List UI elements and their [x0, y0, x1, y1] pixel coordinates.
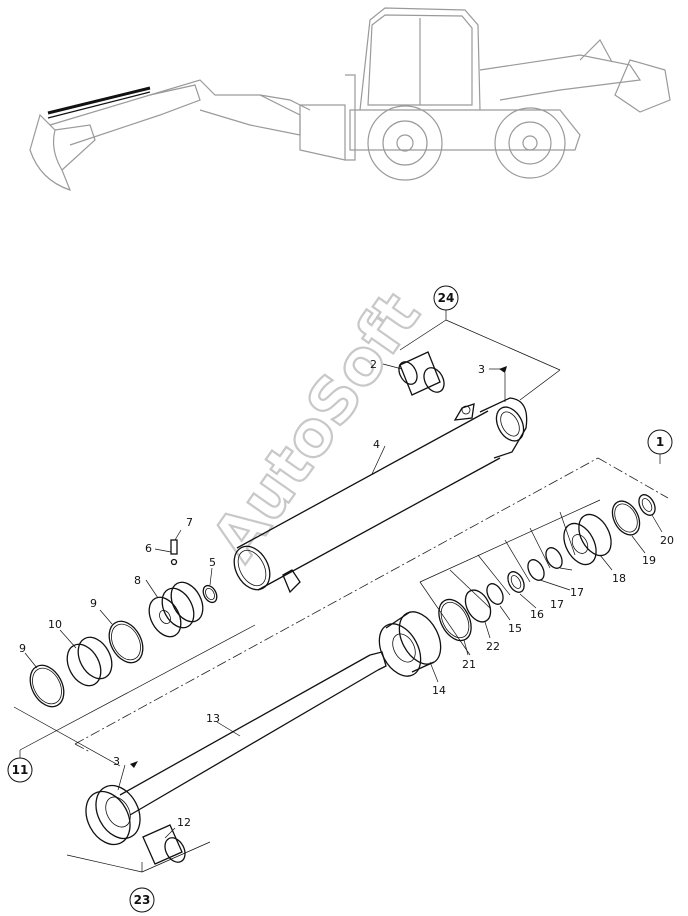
label-17-upper: 17: [570, 586, 584, 599]
seal-part-15: [486, 583, 504, 605]
nut-part-20: [638, 494, 656, 516]
callout-24: 24: [433, 285, 459, 311]
label-8: 8: [134, 574, 141, 587]
cylinder-barrel-part: [233, 397, 528, 594]
label-19: 19: [642, 554, 656, 567]
callout-1: 1: [647, 429, 673, 455]
label-13: 13: [206, 712, 220, 725]
label-6: 6: [145, 542, 152, 555]
callout-11: 11: [7, 757, 33, 783]
label-3-top: 3: [478, 363, 485, 376]
watermark-text: AutoSoft: [197, 279, 434, 573]
o-ring-part-5: [202, 584, 218, 604]
label-14: 14: [432, 684, 446, 697]
grease-fitting-part-6-7: [170, 539, 178, 566]
seal-part-21: [438, 598, 472, 642]
seal-part-17-b: [545, 547, 563, 569]
label-7: 7: [186, 516, 193, 529]
arrow-head-3-bottom: [130, 761, 138, 768]
label-3-bottom: 3: [113, 755, 120, 768]
label-9-lower: 9: [19, 642, 26, 655]
seal-part-17-a: [527, 559, 545, 581]
label-12: 12: [177, 816, 191, 829]
label-18: 18: [612, 572, 626, 585]
svg-text:23: 23: [134, 893, 151, 907]
seal-part-19: [611, 500, 641, 536]
label-9-upper: 9: [90, 597, 97, 610]
label-2: 2: [370, 358, 377, 371]
label-10: 10: [48, 618, 62, 631]
bushing-part-2: [398, 351, 445, 396]
seal-part-22: [464, 589, 492, 623]
piston-head-part-18: [563, 513, 612, 566]
label-4: 4: [373, 438, 380, 451]
label-15: 15: [508, 622, 522, 635]
seal-group-lines: [419, 499, 601, 656]
piston-part-8: [148, 581, 204, 638]
group-bracket-11: [13, 624, 256, 767]
group-bracket-1: [74, 454, 669, 753]
arrow-head-3-top: [499, 366, 507, 373]
piston-rod-part-13: [85, 651, 387, 846]
label-22: 22: [486, 640, 500, 653]
label-5: 5: [209, 556, 216, 569]
bushing-part-12: [142, 824, 186, 865]
callout-23: 23: [129, 887, 155, 913]
backhoe-loader-illustration: [29, 7, 671, 191]
label-20: 20: [660, 534, 674, 547]
seal-part-16: [507, 571, 525, 593]
svg-text:11: 11: [12, 763, 29, 777]
leader-lines: [24, 363, 663, 839]
label-21: 21: [462, 658, 476, 671]
label-17-lower: 17: [550, 598, 564, 611]
seal-ring-part-9-a: [108, 620, 144, 664]
group-bracket-24: [399, 310, 561, 401]
group-bracket-23: [66, 841, 211, 873]
gland-part-14: [378, 611, 442, 677]
svg-text:1: 1: [656, 435, 664, 449]
svg-text:24: 24: [438, 291, 455, 305]
seal-ring-part-9-b: [29, 664, 65, 708]
label-16: 16: [530, 608, 544, 621]
